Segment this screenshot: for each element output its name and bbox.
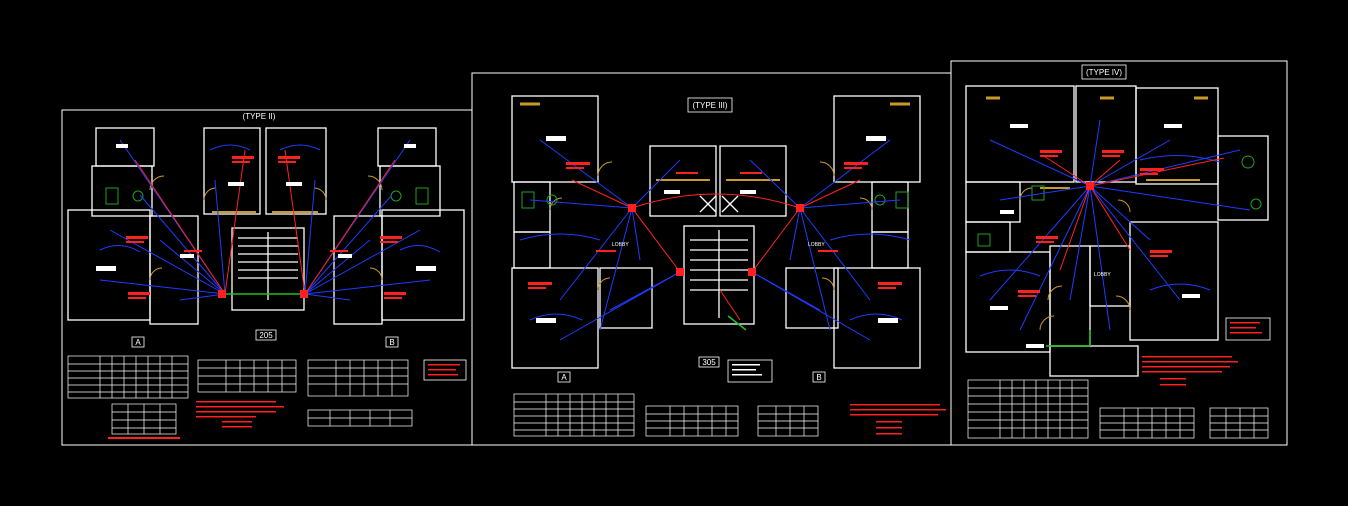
earth-runs — [1046, 330, 1091, 347]
notes-box — [1225, 317, 1271, 341]
load-schedule-tables — [967, 379, 1269, 439]
notes-box — [423, 359, 467, 381]
sanitary-fixtures — [977, 155, 1262, 247]
wing-b-box — [385, 336, 399, 348]
circuit-annotations — [1018, 150, 1172, 297]
sheet-title-box — [1081, 64, 1127, 80]
notes-text — [732, 364, 762, 376]
door-swings — [986, 96, 1208, 331]
sheet-title: (TYPE IV) — [1086, 68, 1122, 77]
wing-b-label: B — [389, 338, 394, 347]
wing-a-box — [131, 336, 145, 348]
legend-lines — [108, 401, 284, 439]
unit-number-box — [255, 329, 277, 341]
floor-plan-walls — [511, 95, 921, 369]
unit-number-box — [698, 356, 720, 368]
notes-text — [428, 364, 460, 376]
sanitary-fixtures — [105, 187, 429, 205]
notes-text — [1230, 322, 1262, 334]
unit-number: 305 — [702, 358, 716, 367]
circuit-runs — [571, 179, 861, 321]
earth-runs — [727, 315, 747, 331]
lobby-label: LOBBY — [1094, 272, 1111, 278]
room-tags — [536, 136, 898, 323]
wiring-runs — [519, 139, 911, 341]
room-tags — [96, 144, 436, 271]
sheet-type-iii: (TYPE III) — [471, 72, 952, 446]
wing-a-label: A — [135, 338, 141, 347]
sheet-title-box — [687, 97, 733, 113]
load-schedule-tables — [513, 393, 819, 437]
legend-lines — [850, 404, 946, 435]
wing-a-label: A — [561, 373, 567, 382]
unit-number: 205 — [259, 331, 273, 340]
sheet-title: (TYPE II) — [243, 112, 276, 121]
notes-box — [727, 359, 773, 383]
circuit-annotations — [126, 156, 406, 299]
wing-a-box — [557, 371, 571, 383]
lobby-label-left: LOBBY — [612, 242, 629, 248]
room-tags — [990, 124, 1200, 348]
wing-b-label: B — [816, 373, 821, 382]
legend-lines — [1142, 356, 1238, 386]
lobby-label-right: LOBBY — [808, 242, 825, 248]
circuit-runs — [1043, 155, 1225, 271]
circuit-annotations — [528, 162, 902, 289]
door-swings — [149, 175, 383, 281]
sheet-type-iv: (TYPE IV) — [950, 60, 1288, 446]
sheet-type-ii: (TYPE II) — [61, 109, 473, 446]
circuit-runs — [134, 149, 396, 295]
wing-b-box — [812, 371, 826, 383]
sheet-border — [950, 60, 1288, 446]
load-schedule-tables — [67, 355, 413, 435]
sheet-title: (TYPE III) — [692, 101, 727, 110]
